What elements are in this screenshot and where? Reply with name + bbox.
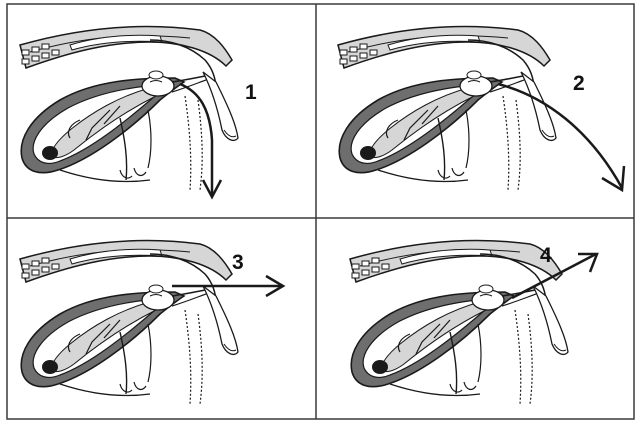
- anatomy-illustration: [338, 26, 556, 190]
- panel-label-1: 1: [245, 81, 257, 104]
- panel-4: 4: [350, 240, 597, 404]
- panel-2: 2: [338, 26, 624, 190]
- panel-label-3: 3: [232, 251, 244, 274]
- panel-3: 3: [20, 240, 283, 404]
- traction-arrow-1: [180, 84, 212, 196]
- anatomy-illustration: [350, 240, 568, 404]
- panel-label-4: 4: [540, 244, 552, 267]
- anatomy-illustration: [20, 240, 238, 404]
- panel-label-2: 2: [573, 72, 585, 95]
- traction-arrow-2: [498, 84, 622, 188]
- panel-1: 1: [20, 26, 257, 197]
